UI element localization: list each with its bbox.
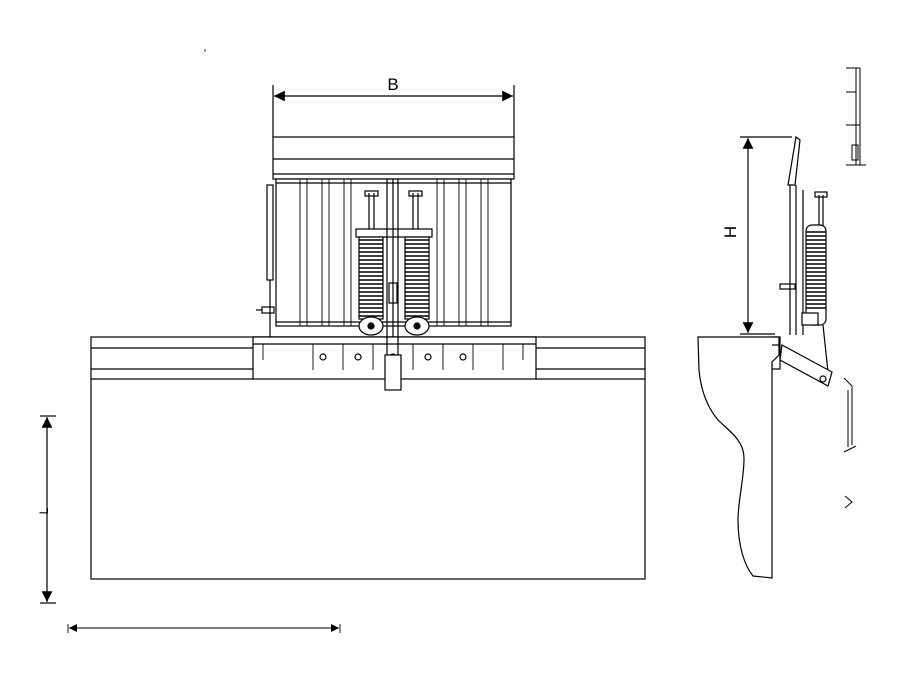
- raised-lip: [779, 135, 804, 335]
- side-view: H: [697, 67, 866, 579]
- lip-plate: [272, 136, 515, 180]
- height-dimension: H: [721, 136, 792, 335]
- pivot-arm: [771, 336, 833, 387]
- deck-plate: [90, 336, 646, 580]
- side-spring: [801, 191, 829, 373]
- left-spring: [358, 236, 384, 336]
- right-spring: [404, 236, 430, 336]
- width-label: B: [387, 75, 398, 94]
- front-view: B: [37, 75, 646, 633]
- bottom-dimension: [67, 623, 341, 633]
- length-label: L: [37, 507, 51, 514]
- length-dimension: L: [37, 415, 56, 604]
- height-label: H: [721, 226, 740, 238]
- width-dimension: B: [272, 75, 515, 137]
- side-bars: [256, 184, 275, 340]
- detail-views: [843, 67, 866, 509]
- deck-profile: [697, 336, 780, 579]
